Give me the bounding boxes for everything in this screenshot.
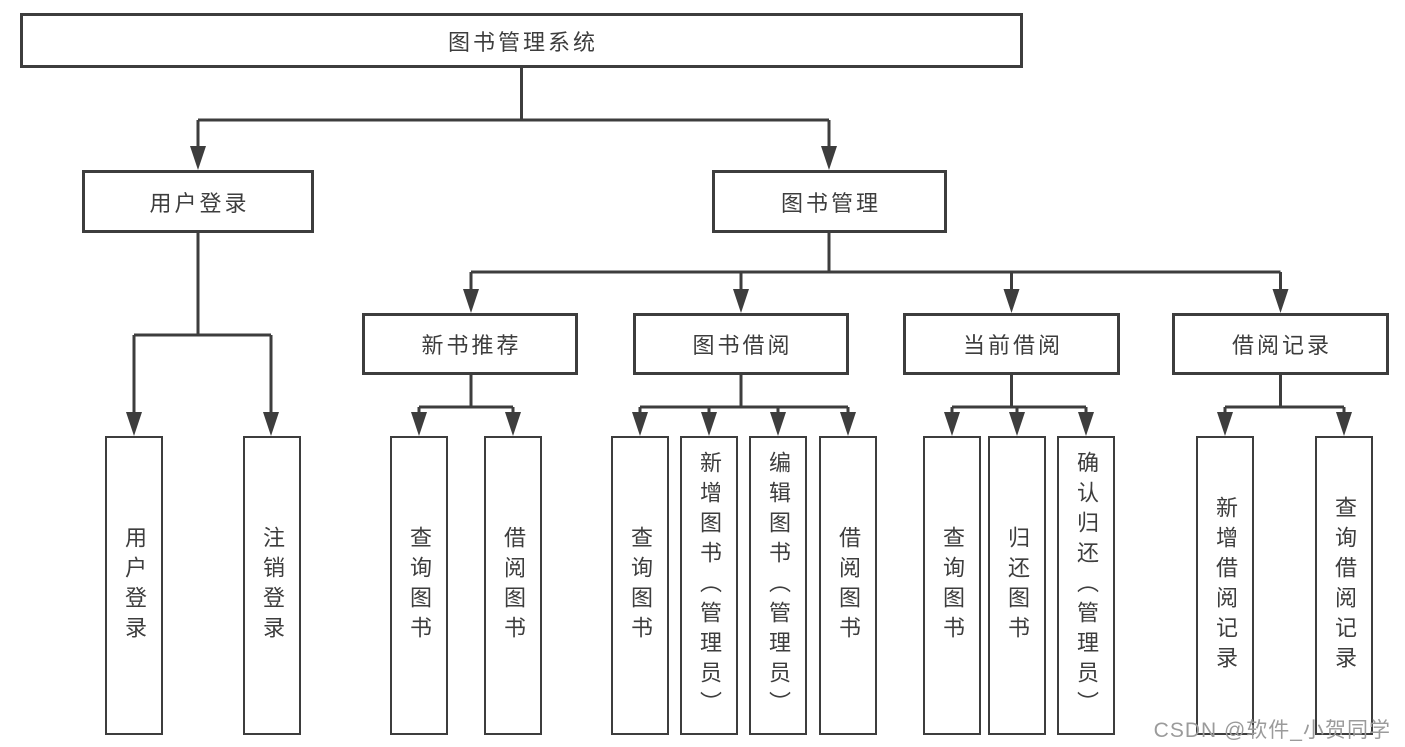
leaf-borrow-books-recommend: 借阅图书 [484,436,542,735]
node-library-management-system: 图书管理系统 [20,13,1023,68]
leaf-return-books: 归还图书 [988,436,1046,735]
leaf-borrow-books: 借阅图书 [819,436,877,735]
node-book-management: 图书管理 [712,170,947,233]
leaf-query-books-current: 查询图书 [923,436,981,735]
leaf-edit-books-admin: 编辑图书（管理员） [749,436,807,735]
leaf-user-login: 用户登录 [105,436,163,735]
node-book-borrowing: 图书借阅 [633,313,849,375]
leaf-logout: 注销登录 [243,436,301,735]
leaf-query-books-borrow: 查询图书 [611,436,669,735]
node-current-borrowing: 当前借阅 [903,313,1120,375]
leaf-query-borrow-record: 查询借阅记录 [1315,436,1373,735]
csdn-watermark: CSDN @软件_小贺同学 [1153,719,1391,742]
node-user-login: 用户登录 [82,170,314,233]
node-new-book-recommendation: 新书推荐 [362,313,578,375]
leaf-confirm-return-admin: 确认归还（管理员） [1057,436,1115,735]
leaf-add-borrow-record: 新增借阅记录 [1196,436,1254,735]
leaf-add-books-admin: 新增图书（管理员） [680,436,738,735]
node-borrowing-records: 借阅记录 [1172,313,1389,375]
leaf-query-books-recommend: 查询图书 [390,436,448,735]
